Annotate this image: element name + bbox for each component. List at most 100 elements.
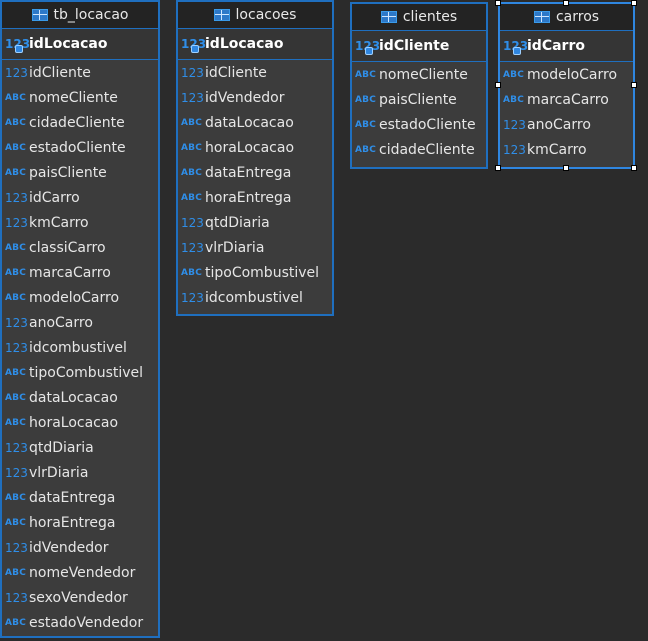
column-name: marcaCarro (527, 91, 609, 108)
abc-type-icon: ABC (5, 292, 27, 303)
abc-type-icon: ABC (181, 142, 203, 153)
column-name: horaLocacao (205, 139, 295, 156)
resize-handle-bottom[interactable] (563, 165, 569, 171)
table-icon (533, 11, 550, 23)
column-name: cidadeCliente (29, 114, 125, 131)
column-name: anoCarro (527, 116, 591, 133)
resize-handle-top-left[interactable] (495, 0, 501, 6)
resize-handle-left[interactable] (495, 82, 501, 88)
resize-handle-top[interactable] (563, 0, 569, 6)
column-name: modeloCarro (527, 66, 618, 83)
abc-type-icon: ABC (181, 167, 203, 178)
column-name: qtdDiaria (205, 214, 270, 231)
abc-type-icon: ABC (5, 392, 27, 403)
abc-type-icon: ABC (5, 167, 27, 178)
column-name: classiCarro (29, 239, 106, 256)
entity-header[interactable]: locacoes (178, 2, 332, 29)
primary-key-icon (191, 45, 199, 53)
abc-type-icon: ABC (5, 92, 27, 103)
resize-handle-right[interactable] (631, 82, 637, 88)
number-type-icon: 123 (5, 440, 28, 455)
column-name: dataEntrega (29, 489, 116, 506)
abc-type-icon: ABC (5, 142, 27, 153)
abc-type-icon: ABC (5, 117, 27, 128)
resize-handle-top-right[interactable] (631, 0, 637, 6)
primary-key-name: idLocacao (29, 36, 108, 52)
resize-handle-bottom-right[interactable] (631, 165, 637, 171)
column-name: qtdDiaria (29, 439, 94, 456)
entity-header[interactable]: tb_locacao (2, 2, 158, 29)
abc-type-icon: ABC (355, 69, 377, 80)
entity-header[interactable]: carros (500, 4, 633, 31)
column-name: kmCarro (29, 214, 89, 231)
table-icon (31, 9, 48, 21)
resize-handle-bottom-left[interactable] (495, 165, 501, 171)
column-name: vlrDiaria (205, 239, 265, 256)
abc-type-icon: ABC (355, 119, 377, 130)
entity-header[interactable]: clientes (352, 4, 486, 31)
number-type-icon: 123 (5, 465, 28, 480)
column-name: tipoCombustivel (205, 264, 320, 281)
number-type-icon: 123 (503, 142, 526, 157)
abc-type-icon: ABC (181, 117, 203, 128)
number-type-icon: 123 (181, 90, 204, 105)
abc-type-icon: ABC (5, 417, 27, 428)
column-name: dataEntrega (205, 164, 292, 181)
abc-type-icon: ABC (5, 267, 27, 278)
column-name: horaEntrega (205, 189, 292, 206)
table-icon (213, 9, 230, 21)
